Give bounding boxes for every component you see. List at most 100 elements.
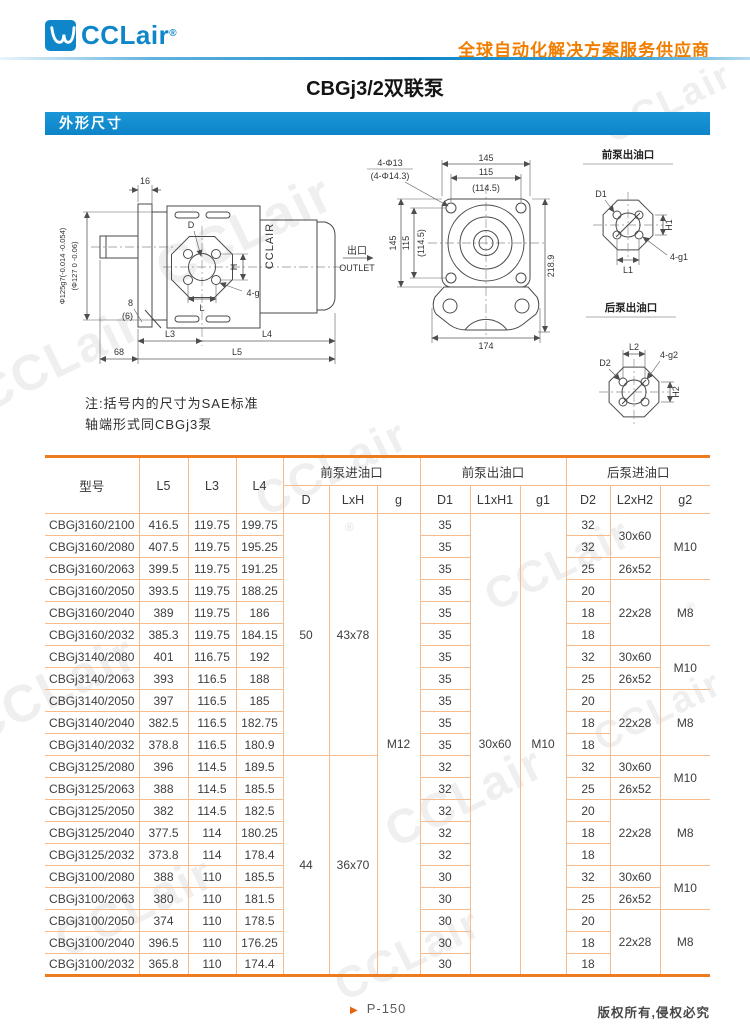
company-slogan: 全球自动化解决方案服务供应商 <box>458 41 710 60</box>
cell-d1: 35 <box>419 601 471 624</box>
cell-d1: 32 <box>419 821 471 844</box>
cell-l5: 399.5 <box>138 557 189 580</box>
cell-l3: 119.75 <box>187 535 237 558</box>
cell-l3: 114.5 <box>187 755 237 778</box>
col-header-d1: D1 <box>419 485 471 514</box>
cell-l5: 397 <box>138 689 189 712</box>
cell-d1: 35 <box>419 667 471 690</box>
cell-model: CBGj3160/2050 <box>44 579 140 602</box>
cell-model: CBGj3160/2032 <box>44 623 140 646</box>
cell-d1: 35 <box>419 689 471 712</box>
cell-l4: 185.5 <box>235 865 284 888</box>
cell-model: CBGj3140/2032 <box>44 733 140 756</box>
cell-l3: 116.5 <box>187 733 237 756</box>
table-row: CBGj3140/2063 393 116.5 188 35 25 26x52 <box>44 667 710 690</box>
cell-d1: 35 <box>419 711 471 734</box>
cell-d1: 30 <box>419 953 471 976</box>
cell-d2: 25 <box>565 557 611 580</box>
cell-d2: 25 <box>565 667 611 690</box>
cell-d1: 30 <box>419 909 471 932</box>
cell-l2xh2-merged: 30x60 <box>609 865 661 888</box>
cell-l5: 393 <box>138 667 189 690</box>
cell-l2xh2-merged: 26x52 <box>609 887 661 910</box>
cell-l3: 119.75 <box>187 601 237 624</box>
cell-d1: 35 <box>419 623 471 646</box>
cell-model: CBGj3125/2040 <box>44 821 140 844</box>
table-row: CBGj3160/2063 399.5 119.75 191.25 35 25 … <box>44 557 710 580</box>
rear-outlet-title: 后泵出油口 <box>605 301 658 314</box>
col-header-l5: L5 <box>138 456 189 514</box>
table-row: CBGj3100/2050 374 110 178.5 30 20 22x28 … <box>44 909 711 976</box>
dim-114-5-top: (114.5) <box>472 183 500 193</box>
dim-145-left: 145 <box>388 235 398 250</box>
cell-l4: 174.4 <box>235 953 284 976</box>
cell-l4: 178.4 <box>235 843 284 866</box>
cell-d2: 18 <box>565 601 611 624</box>
cell-l2xh2-merged: 22x28 <box>609 579 661 646</box>
table-header-row: 型号 L5 L3 L4 前泵进油口 前泵出油口 后泵进油口 <box>44 456 711 514</box>
label-h2: H2 <box>671 386 681 398</box>
cell-l5: 393.5 <box>138 579 189 602</box>
table-row: CBGj3160/2040 389 119.75 186 35 18 <box>44 601 710 624</box>
cell-model: CBGj3100/2050 <box>44 909 140 932</box>
cell-l4: 192 <box>235 645 284 668</box>
cell-l3: 110 <box>187 865 237 888</box>
cell-d2: 32 <box>565 513 611 536</box>
cell-g2-merged: M8 <box>659 579 711 646</box>
cell-l5: 388 <box>138 777 189 800</box>
table-row: CBGj3160/2100 416.5 119.75 199.75 50 43x… <box>44 513 711 976</box>
dim-shaft-dia2: (Φ127 0 -0.06) <box>70 241 79 290</box>
company-logo: CCLair® <box>45 20 177 51</box>
group-header-rear-inlet: 后泵进油口 <box>565 456 711 486</box>
cell-l1xh1-merged: 30x60 <box>469 513 521 976</box>
cell-model: CBGj3140/2080 <box>44 645 140 668</box>
label-l: L <box>199 303 204 313</box>
cell-d2: 18 <box>565 821 611 844</box>
cell-l5: 377.5 <box>138 821 189 844</box>
cell-model: CBGj3125/2080 <box>44 755 140 778</box>
cell-l5: 380 <box>138 887 189 910</box>
cell-l3: 116.5 <box>187 667 237 690</box>
cell-lxh-merged: 36x70 <box>328 755 378 976</box>
cell-l5: 378.8 <box>138 733 189 756</box>
cell-d-merged: 44 <box>282 755 330 976</box>
dim-4phi13: 4-Φ13 <box>377 158 402 168</box>
front-outlet-port-drawing: 前泵出油口 D1 H1 L1 <box>583 148 688 275</box>
cell-model: CBGj3125/2032 <box>44 843 140 866</box>
cell-d2: 20 <box>565 909 611 932</box>
cell-l2xh2-merged: 30x60 <box>609 755 661 778</box>
table-row: CBGj3140/2032 378.8 116.5 180.9 35 18 <box>44 733 710 756</box>
cell-l3: 110 <box>187 909 237 932</box>
page-title: CBGj3/2双联泵 <box>306 78 444 100</box>
cell-l4: 188 <box>235 667 284 690</box>
cell-l5: 382 <box>138 799 189 822</box>
logo-text: CCLair® <box>81 20 178 50</box>
cell-d2: 25 <box>565 887 611 910</box>
cell-g-merged: M12 <box>376 513 421 976</box>
cell-l2xh2-merged: 26x52 <box>609 667 661 690</box>
col-header-g2: g2 <box>659 485 711 514</box>
cell-model: CBGj3160/2063 <box>44 557 140 580</box>
label-d1: D1 <box>595 189 607 199</box>
col-header-l4: L4 <box>235 456 284 514</box>
cell-d1: 35 <box>419 557 471 580</box>
cell-d1: 35 <box>419 535 471 558</box>
header-divider <box>0 57 750 60</box>
table-row: CBGj3100/2032 365.8 110 174.4 30 18 <box>44 953 710 976</box>
front-outlet-title: 前泵出油口 <box>602 148 655 161</box>
cell-g2-merged: M10 <box>659 513 711 580</box>
table-row: CBGj3100/2080 388 110 185.5 30 32 30x60 … <box>44 865 711 910</box>
side-view-drawing: 16 Φ125g7(-0.014 -0.054) (Φ127 0 -0.06) … <box>58 176 345 364</box>
cell-d1: 30 <box>419 865 471 888</box>
cell-d2: 18 <box>565 623 611 646</box>
cell-l4: 195.25 <box>235 535 284 558</box>
col-header-l1xh1: L1xH1 <box>469 485 521 514</box>
cell-g1-merged: M10 <box>519 513 567 976</box>
dim-145-top: 145 <box>478 153 493 163</box>
label-4g: 4-g <box>246 288 259 298</box>
cell-l2xh2-merged: 26x52 <box>609 557 661 580</box>
cell-l3: 116.75 <box>187 645 237 668</box>
cell-model: CBGj3100/2032 <box>44 953 140 976</box>
cell-l5: 401 <box>138 645 189 668</box>
cell-d2: 32 <box>565 755 611 778</box>
